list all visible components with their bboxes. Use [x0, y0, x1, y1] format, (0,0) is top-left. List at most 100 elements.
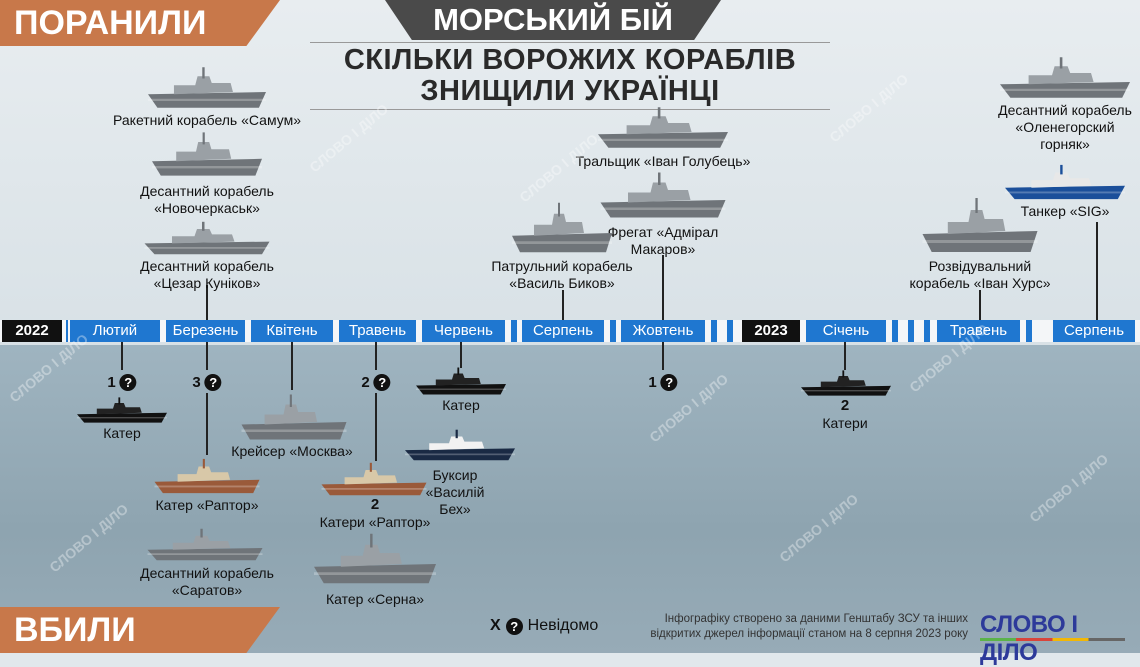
- credits-line1: Інфографіку створено за даними Генштабу …: [664, 613, 968, 625]
- count: 1: [648, 374, 657, 391]
- ship-label: Тральщик «Іван Голубець»: [575, 153, 751, 169]
- subtitle-line1: СКІЛЬКИ ВОРОЖИХ КОРАБЛІВ: [343, 44, 797, 76]
- ship-label: Танкер «SIG»: [1020, 203, 1110, 219]
- ship-ivan-khurs-image: [922, 195, 1038, 255]
- ship-admiral-makarov-image: [600, 170, 726, 220]
- month-segment-empty: [908, 320, 914, 342]
- question-icon: ?: [660, 374, 678, 391]
- subtitle: СКІЛЬКИ ВОРОЖИХ КОРАБЛІВ ЗНИЩИЛИ УКРАЇНЦ…: [310, 42, 830, 110]
- ship-moskva-image: [241, 392, 347, 442]
- month-segment: Березень: [166, 320, 245, 342]
- year-label: 2022: [2, 320, 62, 342]
- connector-line: [562, 290, 564, 320]
- timeline: 2022 Лютий Березень Квітень Травень Червень Се…: [0, 320, 1140, 342]
- month-segment-empty: [66, 320, 68, 342]
- ship-olenegorsky-gornyak-image: [1000, 55, 1130, 100]
- subtitle-line2: ЗНИЩИЛИ УКРАЇНЦІ: [420, 75, 720, 107]
- connector-line: [375, 393, 377, 461]
- connector-line: [844, 342, 846, 370]
- wounded-banner: ПОРАНИЛИ: [0, 0, 280, 46]
- ship-label: Катер «Раптор»: [155, 497, 259, 513]
- year-label: 2023: [742, 320, 800, 342]
- ship-label: Катер: [103, 425, 141, 441]
- month-segment: Лютий: [70, 320, 160, 342]
- month-segment: Січень: [806, 320, 886, 342]
- boat-image: [77, 396, 167, 424]
- month-segment-empty: [924, 320, 930, 342]
- connector-line: [206, 285, 208, 320]
- month-segment: Жовтень: [621, 320, 705, 342]
- month-segment-empty: [1026, 320, 1032, 342]
- boat-image: [801, 369, 891, 397]
- legend: X ? Невідомо: [490, 617, 598, 635]
- ship-label: Катери: [822, 415, 868, 431]
- ship-label: Патрульний корабель«Василь Биков»: [491, 258, 633, 291]
- month-segment: Червень: [422, 320, 505, 342]
- ship-saratov-image: [147, 527, 263, 562]
- month-segment: Травень: [937, 320, 1020, 342]
- credits-line2: відкритих джерел інформації станом на 8 …: [650, 628, 968, 640]
- ship-novocherkassk-image: [152, 130, 262, 178]
- connector-line: [206, 393, 208, 455]
- ship-vasyl-bykov-image: [512, 200, 612, 255]
- page-title: МОРСЬКИЙ БІЙ: [385, 0, 721, 40]
- ship-serna-image: [314, 531, 436, 586]
- month-segment-empty: [892, 320, 898, 342]
- question-icon: ?: [119, 374, 137, 391]
- question-icon: ?: [373, 374, 391, 391]
- ship-label: Катери «Раптор»: [319, 514, 431, 530]
- month-segment-empty: [610, 320, 616, 342]
- month-segment: Серпень: [1053, 320, 1135, 342]
- connector-line: [662, 255, 664, 320]
- count: 2: [361, 374, 370, 391]
- count: 2: [840, 397, 850, 414]
- count: 2: [370, 496, 380, 513]
- question-icon: ?: [505, 617, 523, 635]
- credits: Інфографіку створено за даними Генштабу …: [650, 612, 968, 642]
- question-icon: ?: [204, 374, 222, 391]
- ship-label: Крейсер «Москва»: [231, 443, 353, 459]
- month-segment: Травень: [339, 320, 416, 342]
- count-badge: 3?: [192, 374, 222, 391]
- month-segment: Квітень: [251, 320, 333, 342]
- tug-vasily-bekh-image: [405, 428, 515, 462]
- ship-label: Десантний корабель«Цезар Куніков»: [140, 258, 274, 291]
- month-segment-empty: [711, 320, 717, 342]
- connector-line: [1096, 222, 1098, 320]
- logo-underline: [980, 638, 1125, 641]
- connector-line: [979, 290, 981, 320]
- killed-banner: ВБИЛИ: [0, 607, 280, 653]
- count: 1: [107, 374, 116, 391]
- connector-line: [121, 342, 123, 370]
- raptor-image: [321, 461, 427, 497]
- ship-label: Катер: [442, 397, 480, 413]
- connector-line: [206, 342, 208, 370]
- ship-tsezar-kunikov-image: [144, 220, 270, 256]
- ship-label: Ракетний корабель «Самум»: [113, 112, 301, 128]
- connector-line: [460, 342, 462, 368]
- ship-label: Десантний корабель«Новочеркаськ»: [140, 183, 274, 216]
- ship-label: Катер «Серна»: [325, 591, 425, 607]
- sea-background: [0, 345, 1140, 653]
- legend-prefix: X: [490, 617, 501, 634]
- count-badge: 1?: [648, 374, 678, 391]
- ship-samum-image: [148, 65, 266, 110]
- month-segment: Серпень: [522, 320, 604, 342]
- ship-ivan-golubets-image: [598, 105, 728, 150]
- month-segment-empty: [511, 320, 517, 342]
- count-badge: 2?: [361, 374, 391, 391]
- count: 3: [192, 374, 201, 391]
- connector-line: [375, 342, 377, 370]
- raptor-image: [154, 457, 260, 495]
- boat-image: [416, 366, 506, 396]
- ship-sig-tanker-image: [1005, 163, 1125, 201]
- count-badge: 1?: [107, 374, 137, 391]
- connector-line: [662, 342, 664, 370]
- month-segment-empty: [727, 320, 733, 342]
- ship-label: Десантний корабель«Саратов»: [140, 565, 274, 598]
